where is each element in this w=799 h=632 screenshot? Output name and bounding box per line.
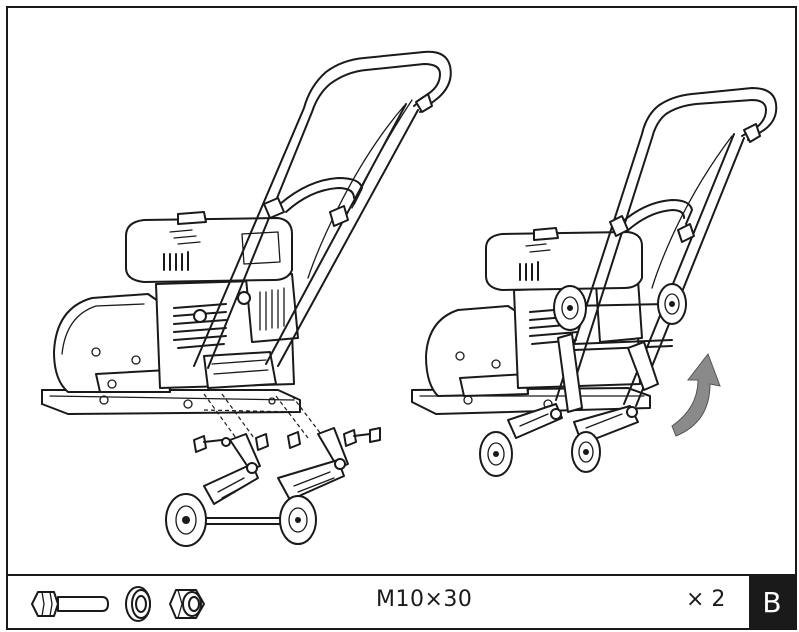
bolt-spec-label: M10×30	[376, 587, 473, 612]
parts-bar: M10×30 × 2 B	[8, 574, 795, 628]
compactor-assembled-view	[411, 87, 778, 477]
compactor-exploded-view	[41, 50, 452, 547]
step-badge: B	[749, 576, 795, 628]
instruction-sheet: M10×30 × 2 B	[6, 6, 797, 630]
nut-icon	[169, 589, 205, 619]
bolt-icon	[31, 591, 109, 617]
illustration-area	[8, 8, 795, 574]
hardware-icons	[28, 584, 228, 624]
quantity-label: × 2	[686, 587, 726, 612]
washer-icon	[125, 586, 151, 622]
rotate-arrow-icon	[671, 352, 721, 437]
